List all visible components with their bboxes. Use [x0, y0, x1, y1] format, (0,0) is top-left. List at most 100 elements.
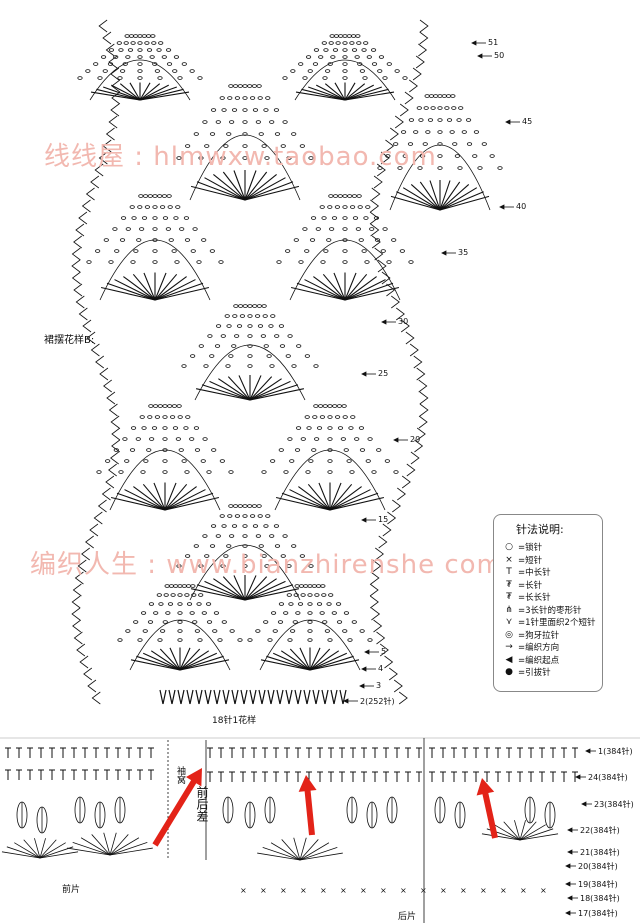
legend-item: ₮ =长针	[500, 579, 596, 592]
arrow-head-icon	[359, 683, 365, 689]
legend-item: ● =引拔针	[500, 666, 596, 679]
legend-item: × =短针	[500, 554, 596, 567]
row-label: 51	[488, 38, 499, 47]
row-label: 25	[378, 369, 389, 378]
row-label: 4	[378, 664, 384, 673]
arrow-head-icon	[565, 863, 571, 869]
row-label: 40	[516, 202, 527, 211]
legend-symbol-icon: ⋎	[505, 617, 513, 628]
arrow-head-icon	[343, 698, 349, 704]
svg-text:×: ×	[300, 886, 307, 895]
legend-text: =编织方向	[518, 643, 560, 654]
row-label: 50	[494, 51, 505, 60]
bottom-row-label: 19(384针)	[578, 880, 618, 889]
red-pointer-arrow-icon	[476, 778, 498, 839]
legend-symbol-icon: ₮	[506, 579, 512, 590]
arrow-head-icon	[567, 895, 573, 901]
legend-symbol-icon: ◀	[505, 654, 513, 665]
arrow-head-icon	[361, 517, 367, 523]
arrow-head-icon	[361, 666, 367, 672]
svg-text:×: ×	[380, 886, 387, 895]
svg-text:×: ×	[460, 886, 467, 895]
legend-symbol-icon: ×	[505, 554, 513, 565]
repeat-label: 18针1花样	[212, 716, 257, 726]
row-label: 5	[381, 647, 387, 656]
svg-text:×: ×	[500, 886, 507, 895]
legend-text: =短针	[518, 555, 543, 566]
chart-ink: ××××××××××××××××	[0, 19, 640, 923]
arrow-head-icon	[581, 801, 587, 807]
red-pointer-arrow-icon	[152, 768, 202, 847]
legend-item: → =编织方向	[500, 641, 596, 654]
arrow-head-icon	[477, 53, 483, 59]
svg-text:×: ×	[260, 886, 267, 895]
legend-item: ○=锁针	[500, 541, 596, 554]
arrow-head-icon	[381, 319, 387, 325]
arrow-head-icon	[471, 40, 477, 46]
arrow-head-icon	[499, 204, 505, 210]
bottom-row-label: 23(384针)	[594, 800, 634, 809]
legend-item: ⋔ =3长针的枣形针	[500, 604, 596, 617]
svg-text:×: ×	[520, 886, 527, 895]
legend-item: ◎ =狗牙拉针	[500, 629, 596, 642]
front-piece-label: 前片	[62, 885, 81, 895]
row-label: 30	[398, 317, 409, 326]
svg-text:×: ×	[420, 886, 427, 895]
arrow-head-icon	[441, 250, 447, 256]
bottom-row-label: 20(384针)	[578, 862, 618, 871]
svg-text:×: ×	[240, 886, 247, 895]
legend-symbol-icon: ●	[505, 667, 513, 678]
legend-item: ₮ =长长针	[500, 591, 596, 604]
bottom-row-label: 24(384针)	[588, 773, 628, 782]
legend-symbol-icon: ◎	[505, 629, 513, 640]
legend-text: =锁针	[518, 543, 543, 554]
row-label: 2(252针)	[360, 697, 395, 706]
legend-symbol-icon: ₮	[506, 592, 512, 603]
legend-text: =3长针的枣形针	[518, 605, 582, 616]
legend-symbol-icon: ⋔	[505, 604, 513, 615]
arrow-head-icon	[567, 849, 573, 855]
legend-symbol-icon: T	[506, 567, 512, 578]
red-arrows	[152, 768, 498, 847]
legend-symbol-icon: →	[505, 642, 513, 653]
legend-text: =编织起点	[518, 655, 560, 666]
bottom-row-label: 21(384针)	[580, 848, 620, 857]
arrow-head-icon	[585, 748, 591, 754]
pattern-label: 裙摆花样B:	[44, 335, 95, 346]
red-pointer-arrow-icon	[298, 775, 317, 836]
front-back-diff-label: 前后差	[195, 786, 209, 822]
bottom-row-label: 17(384针)	[578, 909, 618, 918]
row-label: 35	[458, 248, 469, 257]
svg-text:×: ×	[440, 886, 447, 895]
svg-text:×: ×	[340, 886, 347, 895]
svg-text:×: ×	[320, 886, 327, 895]
arrow-head-icon	[361, 371, 367, 377]
arrow-head-icon	[393, 437, 399, 443]
legend-text: =1针里面织2个短针	[518, 618, 596, 629]
arrow-head-icon	[565, 910, 571, 916]
arrow-head-icon	[567, 827, 573, 833]
legend-text: =长长针	[518, 593, 551, 604]
svg-text:×: ×	[480, 886, 487, 895]
back-piece-label: 后片	[398, 912, 417, 922]
bottom-row-label: 22(384针)	[580, 826, 620, 835]
legend-text: =狗牙拉针	[518, 630, 560, 641]
arrow-head-icon	[505, 119, 511, 125]
watermark-top: 线线屋 : hlmwxw.taobao.com	[44, 142, 437, 172]
bottom-row-label: 18(384针)	[580, 894, 620, 903]
sleeve-label: 袖窝	[175, 766, 185, 784]
legend-item: ◀ =编织起点	[500, 654, 596, 667]
bottom-row-label: 1(384针)	[598, 747, 633, 756]
svg-text:×: ×	[280, 886, 287, 895]
legend-text: =长针	[518, 580, 543, 591]
legend-item: T=中长针	[500, 566, 596, 579]
legend-text: =引拔针	[518, 668, 551, 679]
arrow-head-icon	[364, 649, 370, 655]
svg-text:×: ×	[360, 886, 367, 895]
row-label: 45	[522, 117, 533, 126]
row-label: 15	[378, 515, 389, 524]
row-label: 20	[410, 435, 421, 444]
